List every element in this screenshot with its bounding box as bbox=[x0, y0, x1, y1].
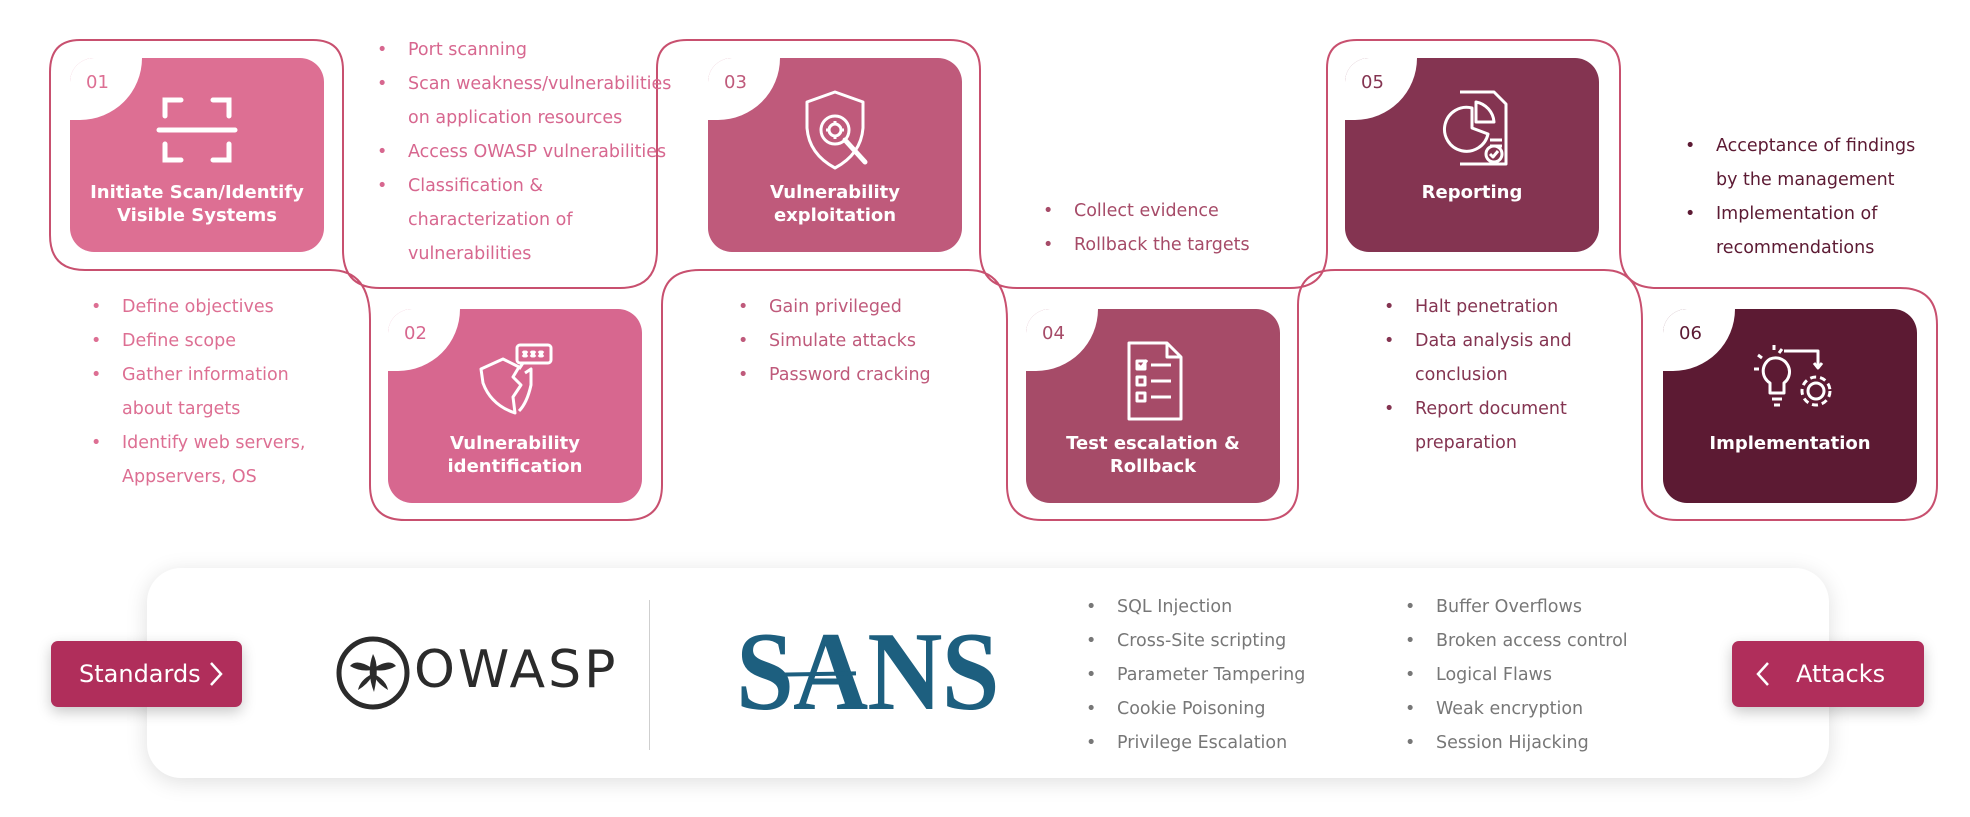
attacks-list-1: SQL Injection Cross-Site scripting Param… bbox=[1086, 590, 1346, 760]
step-card-reporting: 05 Reporting bbox=[1345, 58, 1599, 252]
step-number: 02 bbox=[404, 323, 427, 344]
list-item: Rollback the targets bbox=[1043, 228, 1313, 262]
list-item: Cookie Poisoning bbox=[1086, 692, 1346, 726]
step-card-vulnerability-exploitation: 03 Vulnerability exploitation bbox=[708, 58, 962, 252]
owasp-logo-icon bbox=[336, 636, 410, 710]
attacks-list-2: Buffer Overflows Broken access control L… bbox=[1405, 590, 1665, 760]
list-item: Access OWASP vulnerabilities bbox=[377, 135, 672, 169]
list-item: Session Hijacking bbox=[1405, 726, 1665, 760]
list-item: Broken access control bbox=[1405, 624, 1665, 658]
list-item: Define objectives bbox=[91, 290, 331, 324]
flow-outline-path bbox=[49, 39, 1938, 521]
step-title: Initiate Scan/Identify Visible Systems bbox=[90, 182, 304, 226]
list-item: Classification & characterization of vul… bbox=[377, 169, 672, 271]
list-item: SQL Injection bbox=[1086, 590, 1346, 624]
step-1-details: Define objectives Define scope Gather in… bbox=[91, 290, 331, 494]
step-number-tab: 01 bbox=[70, 58, 142, 120]
step-4-details: Collect evidence Rollback the targets bbox=[1043, 194, 1313, 262]
step-number: 03 bbox=[724, 72, 747, 93]
list-item: Password cracking bbox=[738, 358, 978, 392]
list-item: Buffer Overflows bbox=[1405, 590, 1665, 624]
list-item: Scan weakness/vulnerabilities on applica… bbox=[377, 67, 672, 135]
sans-logo: SANS bbox=[736, 610, 1000, 734]
step-2-details: Port scanning Scan weakness/vulnerabilit… bbox=[377, 33, 672, 271]
list-item: Halt penetration bbox=[1384, 290, 1634, 324]
scan-frame-icon bbox=[155, 88, 239, 172]
owasp-wordmark: OWASP bbox=[414, 640, 619, 700]
step-title: Test escalation & Rollback bbox=[1066, 433, 1240, 477]
step-card-initiate-scan: 01 Initiate Scan/Identify Visible System… bbox=[70, 58, 324, 252]
step-card-test-escalation: 04 Test escalation & Rollback bbox=[1026, 309, 1280, 503]
step-number: 04 bbox=[1042, 323, 1065, 344]
step-title: Reporting bbox=[1421, 182, 1523, 203]
standards-label: Standards bbox=[79, 660, 201, 688]
step-number-tab: 04 bbox=[1026, 309, 1098, 371]
step-number-tab: 02 bbox=[388, 309, 460, 371]
chevron-right-icon bbox=[210, 662, 223, 686]
step-3-details: Gain privileged Simulate attacks Passwor… bbox=[738, 290, 978, 392]
step-title: Vulnerability exploitation bbox=[769, 182, 901, 226]
step-number-tab: 03 bbox=[708, 58, 780, 120]
list-item: Acceptance of findings by the management bbox=[1685, 129, 1935, 197]
list-item: Parameter Tampering bbox=[1086, 658, 1346, 692]
panel-divider bbox=[649, 600, 650, 750]
list-item: Data analysis and conclusion bbox=[1384, 324, 1634, 392]
report-chart-icon bbox=[1430, 88, 1514, 172]
step-number: 06 bbox=[1679, 323, 1702, 344]
list-item: Identify web servers, Appservers, OS bbox=[91, 426, 331, 494]
chevron-left-icon bbox=[1756, 662, 1769, 686]
list-item: Logical Flaws bbox=[1405, 658, 1665, 692]
step-6-details: Acceptance of findings by the management… bbox=[1685, 129, 1935, 265]
list-item: Collect evidence bbox=[1043, 194, 1313, 228]
list-item: Gather information about targets bbox=[91, 358, 331, 426]
step-card-implementation: 06 Implementation bbox=[1663, 309, 1917, 503]
list-item: Cross-Site scripting bbox=[1086, 624, 1346, 658]
list-item: Simulate attacks bbox=[738, 324, 978, 358]
list-item: Weak encryption bbox=[1405, 692, 1665, 726]
step-title: Implementation bbox=[1709, 433, 1871, 454]
list-item: Gain privileged bbox=[738, 290, 978, 324]
bulb-gear-icon bbox=[1748, 339, 1832, 423]
list-item: Report document preparation bbox=[1384, 392, 1634, 460]
broken-shield-icon bbox=[473, 339, 557, 423]
attacks-label: Attacks bbox=[1796, 660, 1886, 688]
step-card-vulnerability-identification: 02 Vulnerability identification bbox=[388, 309, 642, 503]
attacks-button[interactable]: Attacks bbox=[1732, 641, 1924, 707]
list-item: Privilege Escalation bbox=[1086, 726, 1346, 760]
standards-button[interactable]: Standards bbox=[51, 641, 242, 707]
shield-magnifier-icon bbox=[793, 88, 877, 172]
step-number-tab: 06 bbox=[1663, 309, 1735, 371]
step-5-details: Halt penetration Data analysis and concl… bbox=[1384, 290, 1634, 460]
list-item: Port scanning bbox=[377, 33, 672, 67]
list-item: Implementation of recommendations bbox=[1685, 197, 1935, 265]
step-number: 05 bbox=[1361, 72, 1384, 93]
step-number-tab: 05 bbox=[1345, 58, 1417, 120]
list-item: Define scope bbox=[91, 324, 331, 358]
step-number: 01 bbox=[86, 72, 109, 93]
checklist-icon bbox=[1111, 339, 1195, 423]
step-title: Vulnerability identification bbox=[447, 433, 583, 477]
